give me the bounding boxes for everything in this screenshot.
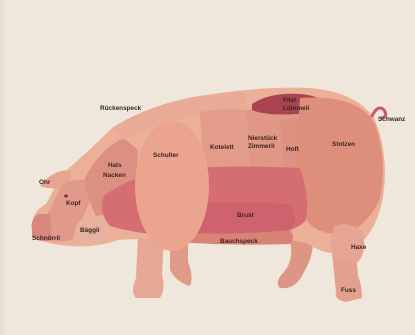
label-schwanz: Schwanz — [378, 116, 405, 123]
label-schulter: Schulter — [153, 152, 179, 159]
label-baeckli: Bäggli — [80, 227, 100, 234]
eye — [64, 195, 68, 198]
label-hoft: Hoft — [286, 146, 300, 153]
label-rueckenspeck: Rückenspeck — [100, 105, 142, 112]
label-hals-2: Nacken — [103, 172, 126, 179]
label-bauchspeck: Bauchspeck — [220, 238, 258, 245]
label-schnoerrli: Schnörrli — [32, 235, 60, 242]
label-nierstueck-1: Nierstück — [248, 135, 278, 142]
haxe-shape — [331, 224, 364, 262]
label-hals-1: Hals — [108, 162, 122, 169]
schulter-shape — [135, 121, 209, 251]
label-filet-2: Lümmeli — [283, 105, 310, 112]
label-nierstueck-2: Zimmerli — [248, 143, 275, 150]
label-kopf: Kopf — [66, 200, 81, 207]
label-stotzen: Stotzen — [332, 141, 355, 148]
stotzen-shape — [298, 98, 383, 234]
label-fuss: Fuss — [341, 287, 356, 294]
label-filet-1: Filet — [283, 97, 297, 104]
label-kotelett: Kotelett — [210, 144, 235, 151]
kotelett-shape — [200, 109, 250, 168]
label-brust: Brust — [237, 212, 255, 219]
label-ohr: Ohr — [39, 179, 51, 186]
label-haxe: Haxe — [351, 244, 367, 251]
